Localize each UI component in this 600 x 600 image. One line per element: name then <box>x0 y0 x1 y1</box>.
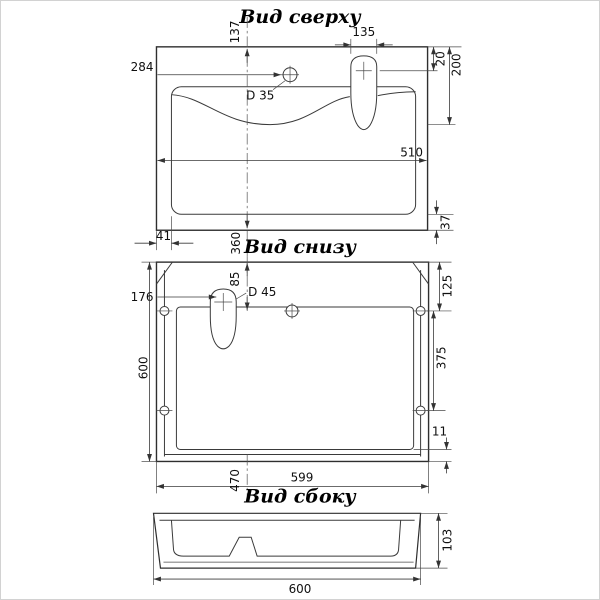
dim-600-left-label: 600 <box>137 356 151 379</box>
hole-leader-line <box>236 292 247 300</box>
dim-176-label: 176 <box>131 290 154 304</box>
dim-41-label: 41 <box>156 229 171 243</box>
dim-470-label: 470 <box>228 469 242 492</box>
dim-85-label: 85 <box>228 271 242 286</box>
bottom-view-title: Вид снизу <box>243 236 358 258</box>
dim-200-label: 200 <box>449 53 463 76</box>
dim-103-label: 103 <box>440 529 454 552</box>
top-view-title: Вид сверху <box>238 6 362 28</box>
dim-20-label: 20 <box>434 51 448 66</box>
dim-135-label: 135 <box>352 25 375 39</box>
dim-37-label: 37 <box>439 215 453 230</box>
side-view: Вид сбоку 103 600 <box>152 485 454 596</box>
bottom-view-outline <box>155 261 430 463</box>
dim-125-label: 125 <box>440 275 454 298</box>
side-view-outline <box>152 512 422 569</box>
hole-d35-label: D 35 <box>246 89 274 103</box>
hole-d45-label: D 45 <box>248 285 276 299</box>
dim-510-label: 510 <box>400 145 423 159</box>
hole-leader-line <box>272 80 286 90</box>
dim-137-label: 137 <box>228 20 242 43</box>
dim-375-label: 375 <box>435 346 449 369</box>
side-view-title: Вид сбоку <box>243 485 357 507</box>
top-view-outline <box>155 46 429 231</box>
basin-front-curve <box>171 94 350 126</box>
basin-front-curve-right <box>377 91 416 97</box>
faucet-hole-bottom <box>209 288 237 350</box>
top-view: Вид сверху D 35 284 137 360 135 <box>131 6 463 257</box>
faucet-hole-top <box>350 55 378 131</box>
dim-284-label: 284 <box>131 60 154 74</box>
dim-599-label: 599 <box>291 470 314 484</box>
basin-profile <box>170 520 402 557</box>
bottom-view: Вид снизу D 45 176 85 <box>131 236 454 497</box>
dim-360-label: 360 <box>229 232 243 255</box>
basin-rim-outline <box>170 86 417 215</box>
dim-11-label: 11 <box>432 425 447 439</box>
dim-600-bottom-label: 600 <box>289 582 312 596</box>
